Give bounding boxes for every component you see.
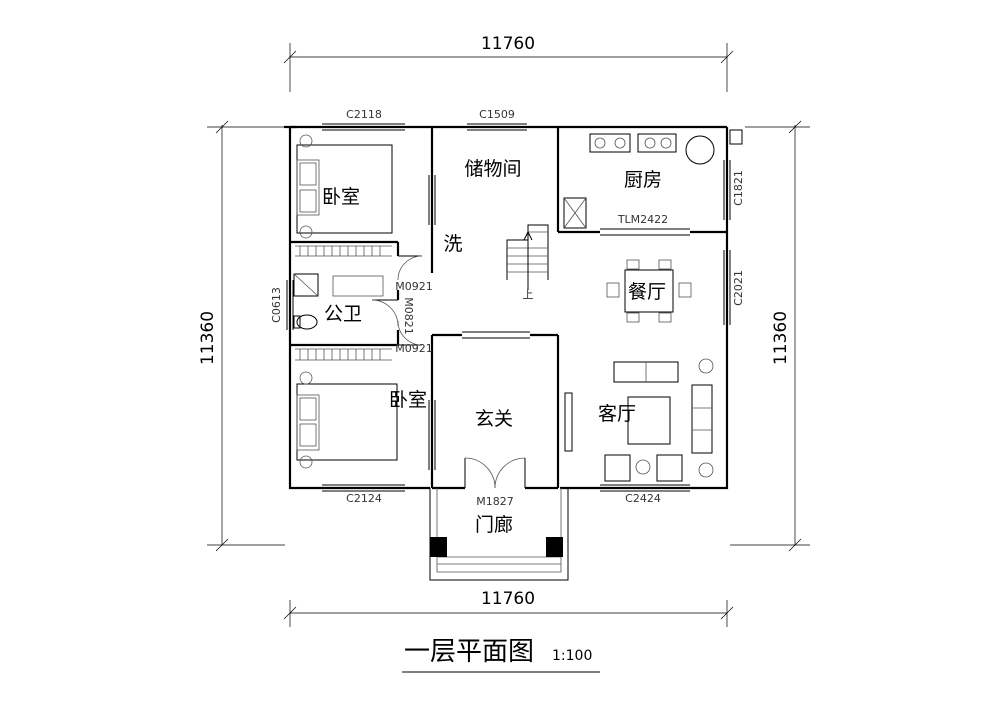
porch <box>429 488 569 581</box>
code-c2118: C2118 <box>346 108 382 121</box>
code-m0821: M0821 <box>402 297 415 335</box>
code-tlm2422: TLM2422 <box>617 213 668 226</box>
code-c0613: C0613 <box>270 287 283 323</box>
dining-table <box>606 259 692 323</box>
code-c2124: C2124 <box>346 492 382 505</box>
code-c1821: C1821 <box>732 170 745 206</box>
doors <box>371 255 526 489</box>
code-c1509: C1509 <box>479 108 515 121</box>
drawing-scale: 1:100 <box>552 648 592 664</box>
bathroom-fixtures <box>293 273 384 330</box>
room-label-bathroom: 公卫 <box>324 303 362 325</box>
room-label-porch: 门廊 <box>475 514 513 536</box>
room-label-living: 客厅 <box>598 403 636 425</box>
walls <box>284 125 729 490</box>
code-m1827: M1827 <box>476 495 514 508</box>
bedroom-bottom-furniture <box>295 348 398 469</box>
dimension-lines <box>207 43 810 627</box>
kitchen-fixtures <box>563 129 743 229</box>
room-label-kitchen: 厨房 <box>624 169 662 191</box>
code-m0921-top: M0921 <box>395 280 433 293</box>
dimension-top: 11760 <box>481 34 535 54</box>
code-c2424: C2424 <box>625 492 661 505</box>
dimension-right: 11360 <box>771 311 791 365</box>
bedroom-top-furniture <box>295 134 393 257</box>
living-room-furniture <box>564 358 714 482</box>
stair-up-label: 上 <box>523 288 534 301</box>
room-label-bedroom-bottom: 卧室 <box>389 389 427 411</box>
room-label-storage: 储物间 <box>464 158 521 180</box>
room-label-wash: 洗 <box>443 233 462 255</box>
room-label-dining: 餐厅 <box>628 281 666 303</box>
room-label-bedroom-top: 卧室 <box>322 186 360 208</box>
staircase <box>506 224 549 290</box>
room-label-foyer: 玄关 <box>475 408 513 430</box>
drawing-title: 一层平面图 <box>404 637 534 667</box>
code-m0921-bottom: M0921 <box>395 342 433 355</box>
dimension-left: 11360 <box>198 311 218 365</box>
windows <box>286 123 731 492</box>
code-c2021: C2021 <box>732 270 745 306</box>
dimension-bottom: 11760 <box>481 589 535 609</box>
